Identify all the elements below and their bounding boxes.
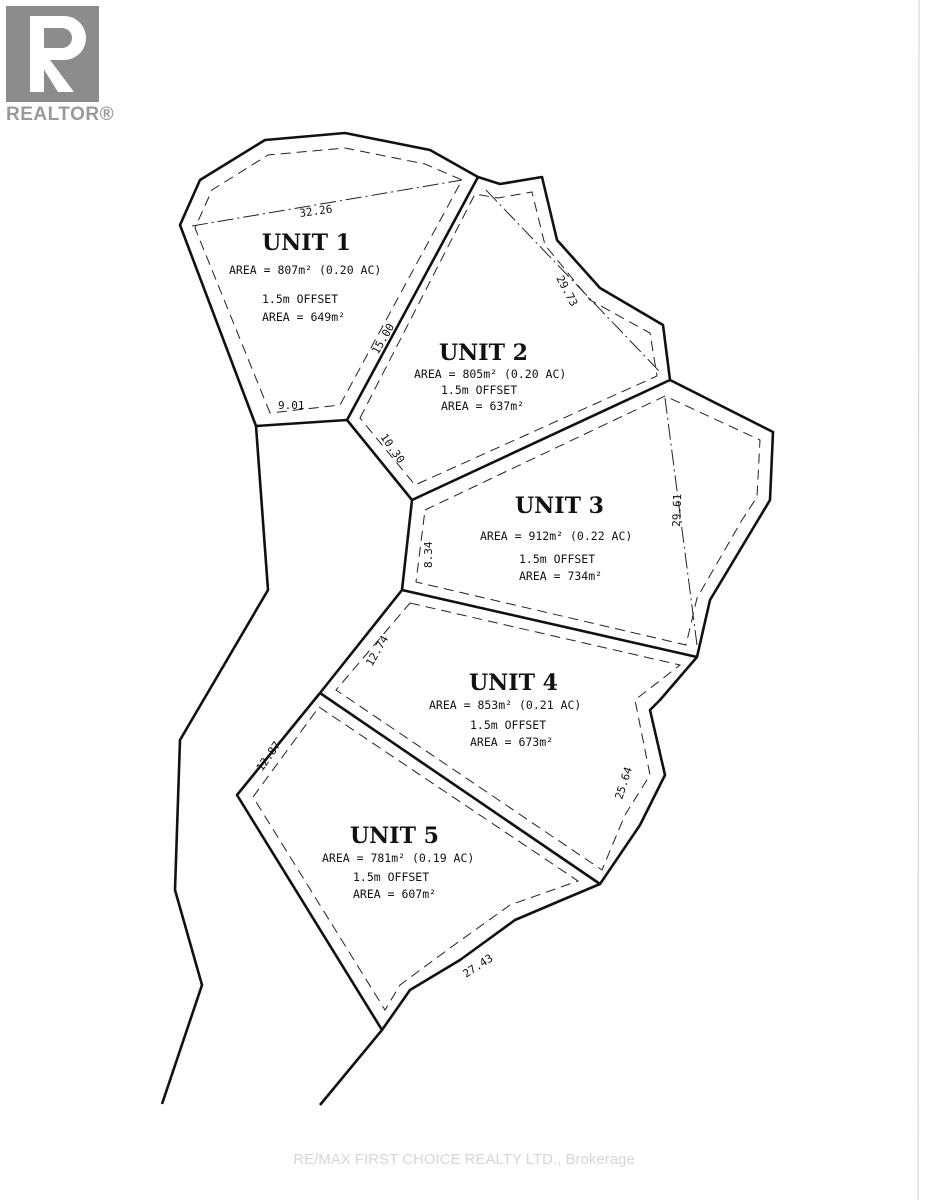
dimension-line-d2 <box>485 189 661 373</box>
unit-2-title: UNIT 2 <box>439 340 528 366</box>
unit-3-area: AREA = 912m² (0.22 AC) <box>480 529 632 543</box>
dimension-label-d4: 10.30 <box>378 431 408 466</box>
unit-1-label: UNIT 1 AREA = 807m² (0.20 AC) 1.5m OFFSE… <box>229 230 381 324</box>
unit2-offset <box>359 191 658 486</box>
unit-5-title: UNIT 5 <box>350 823 439 849</box>
unit4-west-line <box>318 589 404 694</box>
unit3-unit4-divider <box>401 588 698 659</box>
unit-5-label: UNIT 5 AREA = 781m² (0.19 AC) 1.5m OFFSE… <box>322 823 474 901</box>
unit-4-title: UNIT 4 <box>469 670 558 696</box>
unit-2-label: UNIT 2 AREA = 805m² (0.20 AC) 1.5m OFFSE… <box>414 340 566 413</box>
offset-lines <box>194 147 761 1011</box>
unit1-south-line <box>255 418 348 428</box>
shoreline-boundary <box>178 131 775 1106</box>
unit-5-offset-area: AREA = 607m² <box>353 887 436 901</box>
unit-5-area: AREA = 781m² (0.19 AC) <box>322 851 474 865</box>
dimension-label-d9: 25.64 <box>612 765 635 801</box>
unit4-offset <box>335 602 682 871</box>
unit5-offset <box>252 706 580 1011</box>
unit-3-offset-area: AREA = 734m² <box>519 569 602 583</box>
unit1-offset <box>194 147 463 414</box>
realtor-logo-caption: REALTOR® <box>6 104 115 125</box>
dimension-label-d7: 12.74 <box>363 633 391 669</box>
unit3-offset <box>415 395 761 646</box>
unit-3-label: UNIT 3 AREA = 912m² (0.22 AC) 1.5m OFFSE… <box>480 493 632 583</box>
brokerage-watermark: RE/MAX FIRST CHOICE REALTY LTD., Brokera… <box>293 1151 635 1168</box>
unit-4-offset-area: AREA = 673m² <box>470 735 553 749</box>
dimension-label-d11: 15.00 <box>369 321 397 356</box>
unit2-west-line <box>345 419 414 501</box>
unit-4-offset-label: 1.5m OFFSET <box>470 718 546 732</box>
unit-4-area: AREA = 853m² (0.21 AC) <box>429 698 581 712</box>
r-letter-icon <box>30 16 86 92</box>
unit-4-label: UNIT 4 AREA = 853m² (0.21 AC) 1.5m OFFSE… <box>429 670 581 749</box>
unit4-unit5-divider <box>319 691 601 886</box>
unit-1-offset-label: 1.5m OFFSET <box>262 292 338 306</box>
dimension-label-d5: 29.61 <box>670 494 684 528</box>
dimension-line-d1 <box>191 179 463 227</box>
dimension-line-d5 <box>664 397 698 646</box>
unit-3-offset-label: 1.5m OFFSET <box>519 552 595 566</box>
unit3-west-line <box>400 499 414 591</box>
west-boundary <box>160 425 270 1105</box>
unit1-unit2-divider <box>345 176 480 421</box>
scan-edge-line <box>917 0 920 1200</box>
unit-2-offset-area: AREA = 637m² <box>441 399 524 413</box>
unit-5-offset-label: 1.5m OFFSET <box>353 870 429 884</box>
unit-1-title: UNIT 1 <box>262 230 351 256</box>
unit-2-offset-label: 1.5m OFFSET <box>441 383 517 397</box>
dimension-label-d8: 12.87 <box>254 739 284 774</box>
unit-1-offset-area: AREA = 649m² <box>262 310 345 324</box>
realtor-logo-icon <box>6 6 99 102</box>
dimension-label-d6: 8.34 <box>422 541 435 568</box>
lot-boundaries <box>160 131 775 1106</box>
dimension-label-d2: 29.73 <box>553 273 580 308</box>
unit5-west-line <box>235 692 384 1031</box>
unit-3-title: UNIT 3 <box>515 493 604 519</box>
dimension-lines <box>191 179 698 646</box>
unit2-unit3-divider <box>411 378 671 502</box>
unit-1-area: AREA = 807m² (0.20 AC) <box>229 263 381 277</box>
dimension-label-d1: 32.26 <box>299 202 334 219</box>
dimension-label-d3: 9.01 <box>278 399 305 412</box>
unit-2-area: AREA = 805m² (0.20 AC) <box>414 367 566 381</box>
